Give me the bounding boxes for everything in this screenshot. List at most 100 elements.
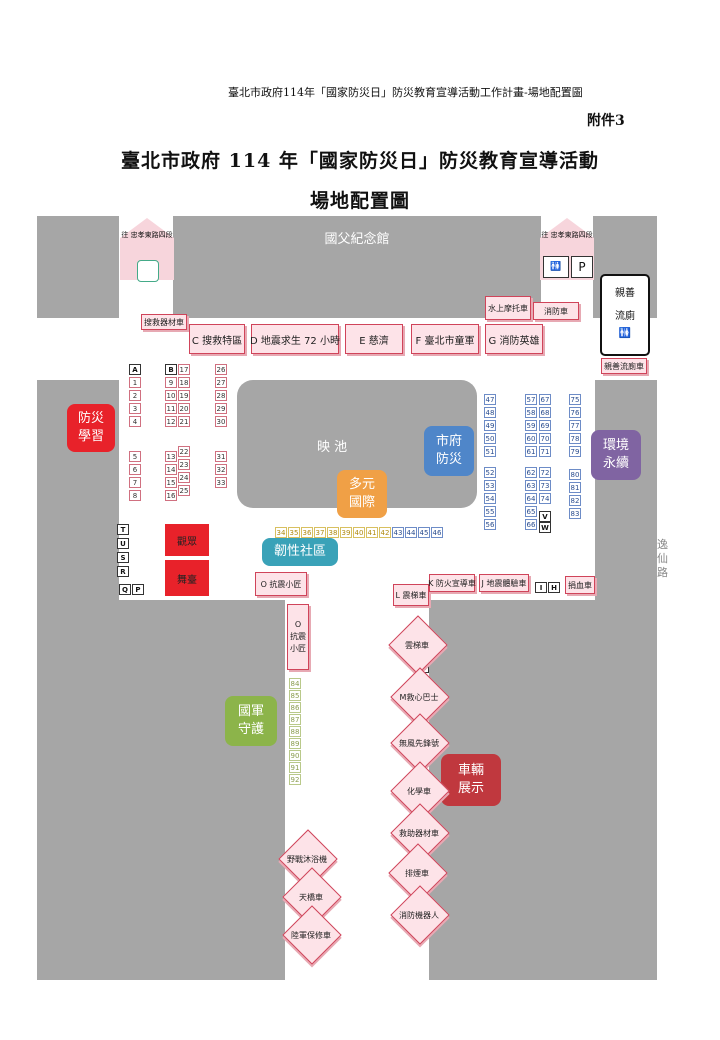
stall: 26 xyxy=(215,364,227,375)
stall: 90 xyxy=(289,750,301,761)
ground-block xyxy=(37,380,119,980)
booth-d: D 地震求生 72 小時 xyxy=(250,324,340,354)
recycle-icon xyxy=(137,260,159,282)
stall: 75 xyxy=(569,394,581,405)
vehicle-label: 排煙車 xyxy=(405,869,429,878)
stall-letter: V xyxy=(539,511,551,522)
stall: 19 xyxy=(178,390,190,401)
zone-multicultural: 多元 國際 xyxy=(337,470,387,518)
stall: 86 xyxy=(289,702,301,713)
stall: 60 xyxy=(525,433,537,444)
stall: 45 xyxy=(418,527,430,538)
stall: 51 xyxy=(484,446,496,457)
stall: 79 xyxy=(569,446,581,457)
stall: 3 xyxy=(129,403,141,414)
stall: 71 xyxy=(539,446,551,457)
site-map: 國父紀念館 映 池 往 忠孝東路四段 往 忠孝東路四段 🚻 P 親善 流廁 🚻 … xyxy=(37,216,668,980)
booth-l: L 震梯車 xyxy=(393,584,429,606)
stall-letter: H xyxy=(548,582,560,593)
booth-k: K 防火宣導車 xyxy=(428,574,476,592)
vehicle-label: 陸軍保修車 xyxy=(291,931,331,940)
stall: 31 xyxy=(215,451,227,462)
zone-label: 防災 xyxy=(77,411,104,426)
page-title: 臺北市政府 114 年「國家防災日」防災教育宣導活動 xyxy=(121,150,599,172)
stall: 83 xyxy=(569,508,581,519)
stall: 11 xyxy=(165,403,177,414)
vehicle-label: 化學車 xyxy=(407,787,431,796)
vehicle-label: 雲梯車 xyxy=(405,641,429,650)
stall: 59 xyxy=(525,420,537,431)
hall-label: 國父紀念館 xyxy=(324,232,390,247)
stall: 54 xyxy=(484,493,496,504)
stall-letter: A xyxy=(129,364,141,375)
blood-donation-booth: 捐血車 xyxy=(565,576,595,594)
zone-label: 國軍 xyxy=(237,704,264,719)
stall: 38 xyxy=(327,527,339,538)
restroom-label-2: 流廁 xyxy=(615,311,635,322)
vehicle-label: 天橋車 xyxy=(299,893,323,902)
stall: 9 xyxy=(165,377,177,388)
stall: 33 xyxy=(215,477,227,488)
hall-block xyxy=(173,216,541,318)
stall: 65 xyxy=(525,506,537,517)
zone-label: 展示 xyxy=(457,781,484,796)
zone-resilience: 韌性社區 xyxy=(262,538,338,566)
booth-e: E 慈濟 xyxy=(345,324,403,354)
zone-military: 國軍 守護 xyxy=(225,696,277,746)
stall-letter: B xyxy=(165,364,177,375)
zone-label: 車輛 xyxy=(457,763,484,778)
stall: 47 xyxy=(484,394,496,405)
stall: 87 xyxy=(289,714,301,725)
stall: 52 xyxy=(484,467,496,478)
zone-city-disaster: 市府 防災 xyxy=(424,426,474,476)
stall: 30 xyxy=(215,416,227,427)
stall: 15 xyxy=(165,477,177,488)
stall: 29 xyxy=(215,403,227,414)
document-note: 臺北市政府114年「國家防災日」防災教育宣導活動工作計畫-場地配置圖 xyxy=(228,86,583,99)
stall: 44 xyxy=(405,527,417,538)
ground-block xyxy=(595,380,657,600)
stall: 74 xyxy=(539,493,551,504)
stall: 82 xyxy=(569,495,581,506)
booth-o-vertical: O 抗震 小匠 xyxy=(287,604,309,670)
stall: 1 xyxy=(129,377,141,388)
stall: 85 xyxy=(289,690,301,701)
booth-j: J 地震體驗車 xyxy=(479,574,529,592)
stall: 57 xyxy=(525,394,537,405)
stall: 84 xyxy=(289,678,301,689)
stall: 4 xyxy=(129,416,141,427)
booth-c: C 搜救特區 xyxy=(189,324,245,354)
vehicle-label: 消防機器人 xyxy=(399,911,439,920)
stall: 70 xyxy=(539,433,551,444)
stall: 32 xyxy=(215,464,227,475)
stall: 64 xyxy=(525,493,537,504)
booth-g: G 消防英雄 xyxy=(485,324,543,354)
stall: 7 xyxy=(129,477,141,488)
zone-label: 永續 xyxy=(602,456,629,471)
stall: 50 xyxy=(484,433,496,444)
arrow-left-label: 往 忠孝東路四段 xyxy=(121,231,173,239)
stall: 16 xyxy=(165,490,177,501)
stall: 28 xyxy=(215,390,227,401)
vehicle-label: 無風先鋒號 xyxy=(399,739,439,748)
stall: 88 xyxy=(289,726,301,737)
restroom-label: 親善 xyxy=(615,288,635,299)
stall-letter: T xyxy=(117,524,129,535)
stall: 22 xyxy=(178,446,190,457)
stall: 25 xyxy=(178,485,190,496)
stall-letter: I xyxy=(535,582,547,593)
pond-label: 映 池 xyxy=(317,440,348,455)
stall: 21 xyxy=(178,416,190,427)
restroom-icon: 🚻 xyxy=(618,328,632,339)
booth-o: O 抗震小匠 xyxy=(255,572,307,596)
stall: 40 xyxy=(353,527,365,538)
vehicle-label: 救助器材車 xyxy=(399,829,439,838)
stall-letter: W xyxy=(539,522,551,533)
stall: 35 xyxy=(288,527,300,538)
zone-label: 國際 xyxy=(348,495,375,510)
stall: 63 xyxy=(525,480,537,491)
stall: 56 xyxy=(484,519,496,530)
rescue-equipment-booth: 搜救器材車 xyxy=(141,314,187,330)
vehicle-label: M救心巴士 xyxy=(399,693,439,702)
